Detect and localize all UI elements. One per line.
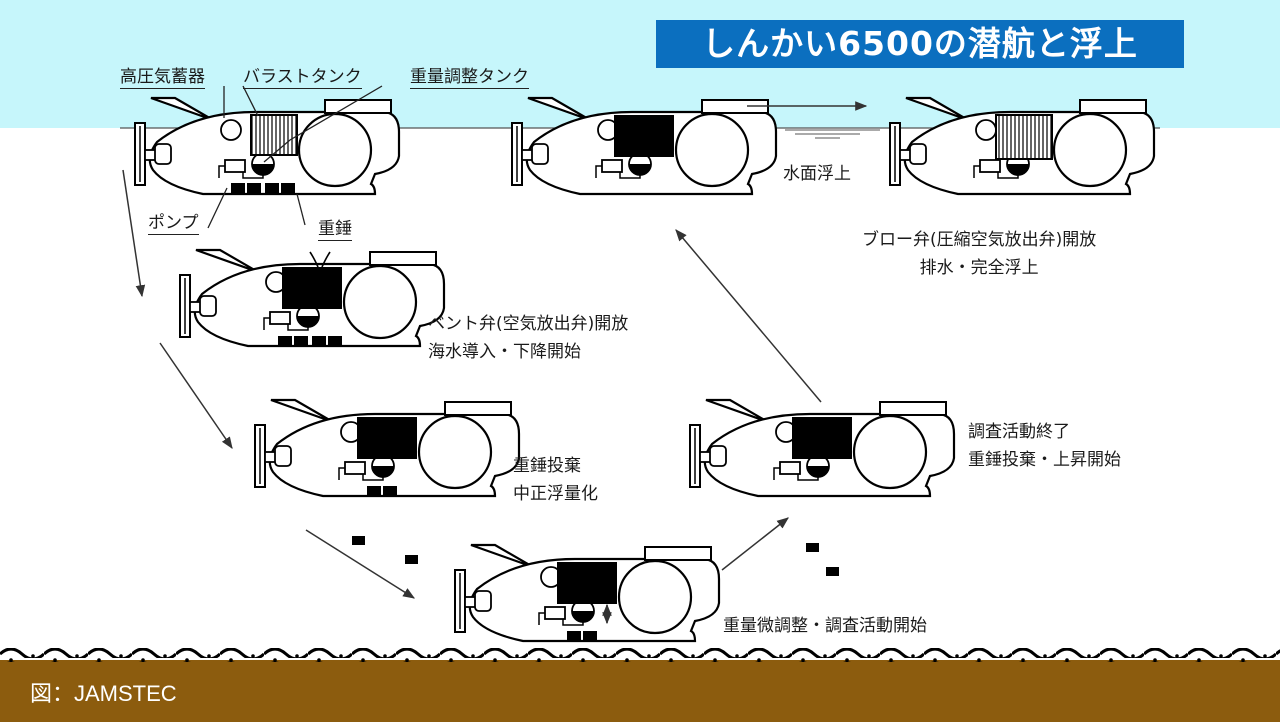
arrow-descend-1 [122, 169, 146, 298]
weight-block [265, 183, 279, 193]
label-ballast-tank: バラストタンク [243, 62, 362, 89]
dropped-weight [806, 543, 819, 552]
dropped-weight [826, 567, 839, 576]
sub-surfaced [510, 96, 778, 196]
seabed-edge [0, 648, 1280, 662]
weight-block [281, 183, 295, 193]
caption-descent: ベント弁(空気放出弁)開放 海水導入・下降開始 [428, 310, 628, 366]
page-title: しんかい6500の潜航と浮上 [656, 20, 1184, 68]
weight-block [247, 183, 261, 193]
label-trim-tank: 重量調整タンク [410, 62, 529, 89]
caption-line: ベント弁(空気放出弁)開放 [428, 314, 629, 334]
arrow-ascend-2 [675, 229, 822, 403]
arrow-ascend-1 [721, 517, 789, 571]
seabed [0, 660, 1280, 722]
arrow-descend-2 [159, 342, 233, 449]
caption-ascent: 調査活動終了 重錘投棄・上昇開始 [968, 418, 1121, 474]
caption-line: 重錘投棄 [513, 456, 581, 476]
caption-line: 中正浮量化 [513, 484, 598, 504]
weight-block [231, 183, 245, 193]
caption-surface: 水面浮上 [783, 160, 851, 188]
caption-line: 排水・完全浮上 [919, 258, 1039, 278]
caption-line: 重錘投棄・上昇開始 [968, 450, 1121, 470]
label-pump: ポンプ [148, 208, 199, 235]
sub-survey [453, 543, 721, 643]
caption-blow: ブロー弁(圧縮空気放出弁)開放 排水・完全浮上 [862, 226, 1096, 282]
sub-ascent [688, 398, 956, 498]
sub-blow [888, 96, 1156, 196]
ripples [785, 129, 880, 139]
image-credit: 図：JAMSTEC [30, 681, 177, 706]
sub-surface-start [133, 96, 401, 196]
caption-line: 海水導入・下降開始 [428, 342, 581, 362]
leader-lines [207, 85, 383, 229]
label-accumulator: 高圧気蓄器 [120, 62, 205, 89]
dropped-weight [405, 555, 418, 564]
dropped-weight [352, 536, 365, 545]
sub-neutral [253, 398, 521, 498]
caption-neutral: 重錘投棄 中正浮量化 [513, 452, 598, 508]
caption-line: 水面浮上 [783, 164, 851, 184]
caption-line: 重量微調整・調査活動開始 [723, 616, 927, 636]
arrow-descend-3 [305, 529, 416, 599]
label-weights: 重錘 [318, 214, 352, 241]
caption-survey: 重量微調整・調査活動開始 [723, 612, 927, 640]
caption-line: 調査活動終了 [968, 422, 1070, 442]
caption-line: ブロー弁(圧縮空気放出弁)開放 [862, 230, 1097, 250]
sub-descent [178, 248, 446, 348]
